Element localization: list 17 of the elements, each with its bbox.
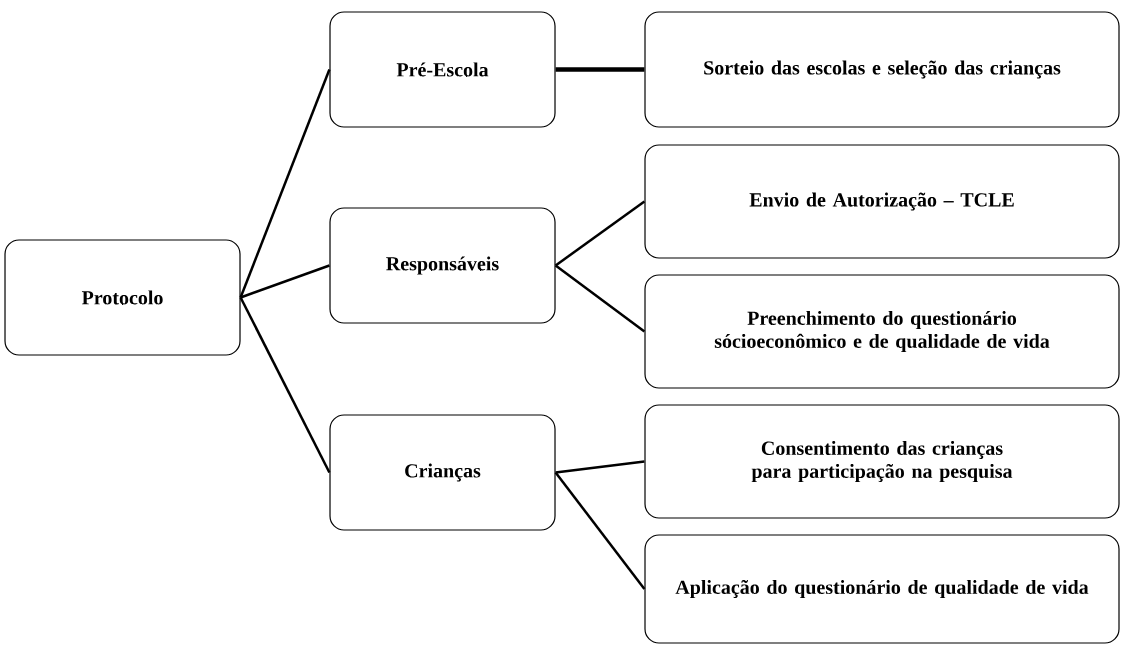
process-box: Envio de Autorização – TCLE xyxy=(644,144,1120,259)
process-box: Crianças xyxy=(329,414,556,531)
process-box: Consentimento das crianças para participação na pesquisa xyxy=(644,404,1120,519)
process-box: Protocolo xyxy=(4,239,241,356)
connector-line xyxy=(555,67,645,72)
process-box: Sorteio das escolas e seleção das crianças xyxy=(644,11,1120,128)
connector-line xyxy=(554,471,646,590)
process-box: Aplicação do questionário de qualidade de vida xyxy=(644,534,1120,644)
connector-line xyxy=(240,264,330,299)
process-box: Responsáveis xyxy=(329,207,556,324)
process-box: Pré-Escola xyxy=(329,11,556,128)
connector-line xyxy=(239,296,331,474)
connector-line xyxy=(554,264,646,333)
connector-line xyxy=(555,460,645,474)
process-box: Preenchimento do questionário sócioeconômico e de qualidade de vida xyxy=(644,274,1120,389)
connector-line xyxy=(239,69,331,298)
connector-line xyxy=(554,200,646,267)
